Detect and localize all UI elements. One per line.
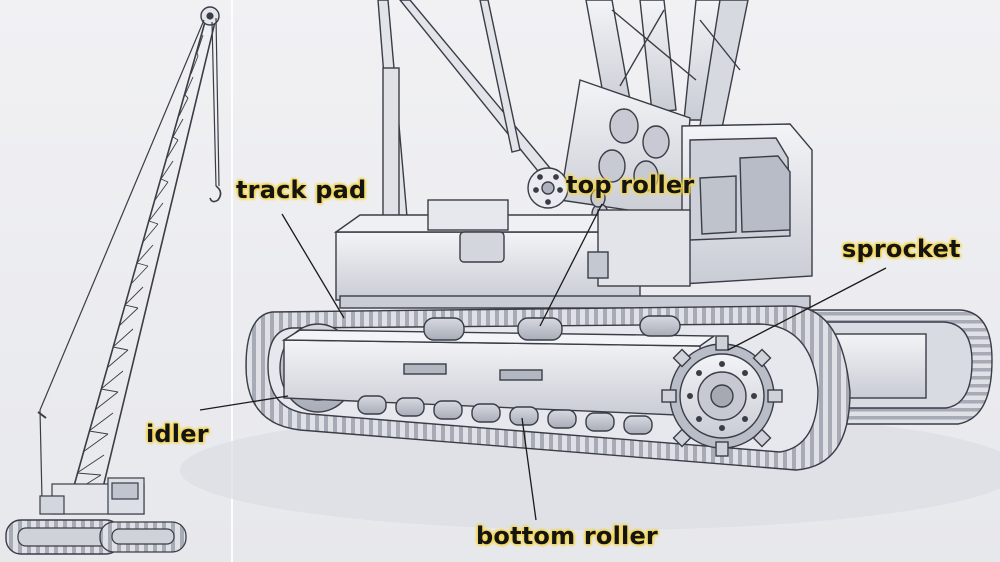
top-rollers	[423, 315, 681, 341]
label-bottom-roller: bottom roller	[476, 522, 658, 550]
crane-closeup	[245, 0, 993, 471]
label-track-pad: track pad	[236, 176, 367, 204]
label-top-roller: top roller	[566, 171, 695, 199]
crane-overview	[5, 6, 222, 555]
leader-idler	[199, 395, 289, 411]
leader-lines	[199, 203, 887, 521]
label-sprocket: sprocket	[842, 235, 961, 263]
sprocket-wheel	[661, 335, 783, 457]
leader-track-pad	[281, 213, 345, 319]
leader-sprocket	[727, 267, 887, 351]
boom-section	[559, 0, 749, 225]
label-idler: idler	[146, 420, 209, 448]
track-frame	[281, 329, 717, 417]
gantry	[377, 0, 562, 229]
leader-top-roller	[539, 203, 603, 327]
bottom-rollers	[357, 395, 653, 435]
leader-bottom-roller	[521, 417, 537, 521]
upper-house	[333, 123, 813, 309]
boom-sheave	[527, 167, 569, 209]
